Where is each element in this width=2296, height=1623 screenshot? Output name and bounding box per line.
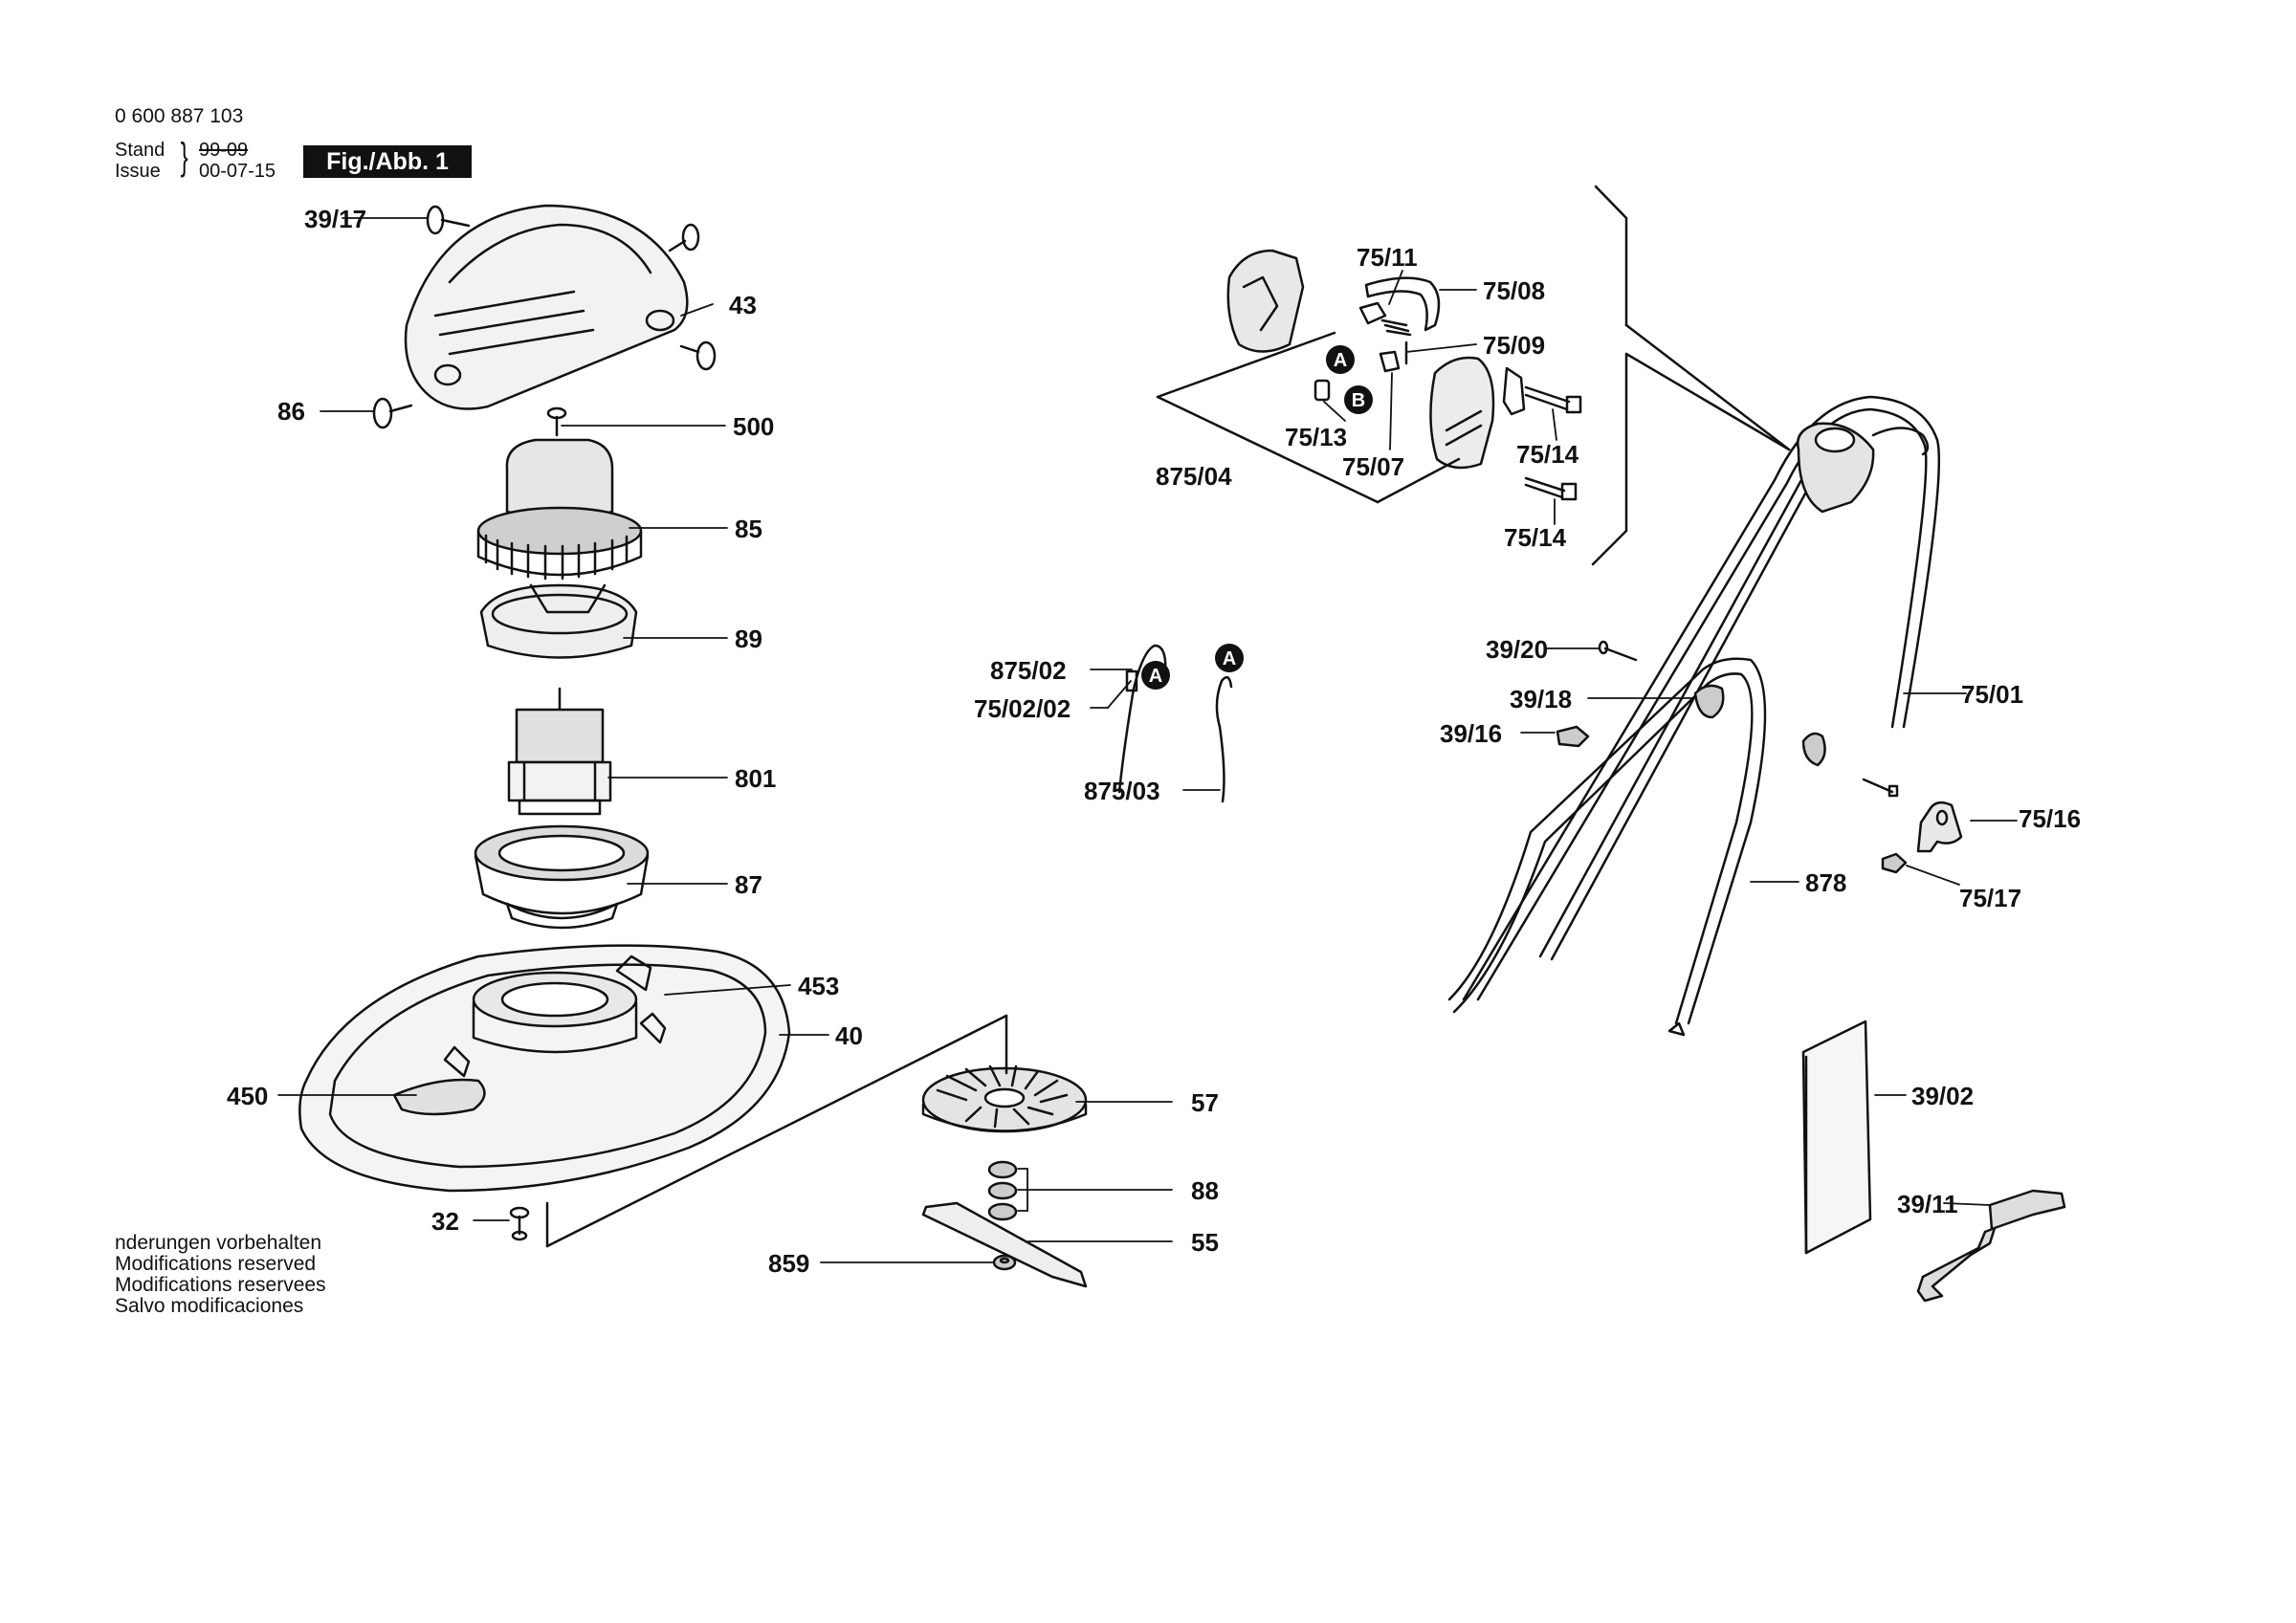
part-labels: 39/17 43 86 500 85 89 801 87 453 40 450 … xyxy=(227,205,2081,1278)
part-label: 878 xyxy=(1805,868,1846,897)
motor-801 xyxy=(507,687,612,816)
note-line: Salvo modificaciones xyxy=(115,1295,304,1317)
note-line: nderungen vorbehalten xyxy=(115,1232,322,1254)
note-line: Modifications reserved xyxy=(115,1253,317,1275)
part-label: 39/20 xyxy=(1486,635,1548,664)
ring-89 xyxy=(479,583,638,659)
part-label: 55 xyxy=(1191,1228,1219,1257)
part-label: 75/07 xyxy=(1342,452,1404,481)
part-label: 75/13 xyxy=(1285,423,1347,451)
motor-housing-87 xyxy=(474,824,650,930)
fan-hood xyxy=(476,438,643,581)
assembly-lines xyxy=(545,1014,1008,1248)
part-label: 75/09 xyxy=(1483,331,1545,360)
part-label: 39/02 xyxy=(1911,1082,1974,1110)
switch-half-left xyxy=(1226,249,1305,353)
part-label: 39/18 xyxy=(1510,685,1572,713)
screw-32 xyxy=(509,1206,530,1241)
bolt-39-20 xyxy=(1598,640,1638,662)
issue-date: 00-07-15 xyxy=(199,161,276,182)
part-label: 87 xyxy=(735,870,762,899)
part-label: 75/01 xyxy=(1961,680,2023,709)
note-line: Modifications reservees xyxy=(115,1274,326,1296)
cap-75-13 xyxy=(1314,379,1331,402)
screw-500 xyxy=(546,406,567,437)
switch-group-bracket xyxy=(1156,331,1461,504)
clip-plate xyxy=(1502,366,1526,416)
bolt-right xyxy=(1862,778,1899,798)
spring-75-11 xyxy=(1358,301,1412,337)
knob-39-18 xyxy=(1693,684,1725,719)
part-label: 75/02/02 xyxy=(974,694,1071,723)
cable-875-03 xyxy=(1215,675,1233,803)
part-label: 86 xyxy=(277,397,305,426)
part-label: 89 xyxy=(735,625,762,653)
trigger-75-08 xyxy=(1364,276,1441,332)
revision-dates: 99-09 00-07-15 xyxy=(199,140,276,182)
mower-deck xyxy=(298,944,791,1193)
wrench-39-11 xyxy=(1916,1189,2066,1303)
clamp-75-16 xyxy=(1916,801,1963,853)
part-label: 57 xyxy=(1191,1088,1219,1117)
part-label: 801 xyxy=(735,764,776,793)
cover-screws xyxy=(372,205,717,429)
issue-label: Issue xyxy=(115,161,161,182)
switch-cover-right xyxy=(1429,356,1495,470)
part-label: 75/08 xyxy=(1483,276,1545,305)
part-label: 450 xyxy=(227,1082,268,1110)
part-label: 32 xyxy=(431,1207,459,1236)
part-label: 75/14 xyxy=(1504,523,1567,552)
part-label: 500 xyxy=(733,412,774,441)
manual-39-02 xyxy=(1801,1020,1872,1255)
handle-upper-75-01 xyxy=(1462,395,1941,1001)
nut-859 xyxy=(992,1254,1017,1271)
part-label: 875/03 xyxy=(1084,777,1160,805)
blade-55 xyxy=(921,1201,1088,1288)
part-label: 859 xyxy=(768,1249,809,1278)
handle-frame-lines xyxy=(1591,185,1791,566)
stand-issue-labels: Stand Issue xyxy=(115,140,165,182)
handle-lower-878 xyxy=(1447,657,1767,1037)
callout-markers: A B A A xyxy=(1141,345,1373,690)
part-label: 875/04 xyxy=(1156,462,1232,491)
modifications-note: nderungen vorbehalten Modifications rese… xyxy=(115,1233,326,1317)
part-label: 75/11 xyxy=(1357,243,1418,272)
part-label: 43 xyxy=(729,291,757,319)
part-label: 75/14 xyxy=(1516,440,1579,469)
part-label: 875/02 xyxy=(990,656,1067,685)
brace-glyph: } xyxy=(180,136,188,178)
knob-right xyxy=(1801,732,1826,767)
figure-badge: Fig./Abb. 1 xyxy=(303,145,472,178)
part-label: 39/17 xyxy=(304,205,366,233)
motor-cover xyxy=(404,204,689,410)
stand-date: 99-09 xyxy=(199,140,249,161)
nut-75-17 xyxy=(1881,852,1908,874)
part-label: 39/11 xyxy=(1897,1190,1958,1218)
washers-88 xyxy=(987,1160,1018,1221)
cable-875-02 xyxy=(1117,644,1167,794)
contact-75-09 xyxy=(1379,340,1408,373)
part-label: 75/17 xyxy=(1959,884,2021,912)
handle-housing xyxy=(1796,422,1930,514)
part-label: 39/16 xyxy=(1440,719,1502,748)
part-label: 453 xyxy=(798,972,839,1000)
callout-a: A xyxy=(1149,666,1162,687)
fan-57 xyxy=(921,1064,1088,1133)
callout-a: A xyxy=(1334,350,1347,371)
part-label: 88 xyxy=(1191,1176,1219,1205)
screws-75-14 xyxy=(1524,385,1582,501)
part-label: 40 xyxy=(835,1021,863,1050)
leader-lines xyxy=(277,217,2018,1263)
callout-a: A xyxy=(1223,648,1236,669)
document-number: 0 600 887 103 xyxy=(115,105,244,127)
callout-b: B xyxy=(1352,390,1365,411)
part-label: 85 xyxy=(735,515,762,543)
stand-label: Stand xyxy=(115,140,166,161)
nut-39-16 xyxy=(1556,725,1590,748)
part-label: 75/16 xyxy=(2019,804,2081,833)
